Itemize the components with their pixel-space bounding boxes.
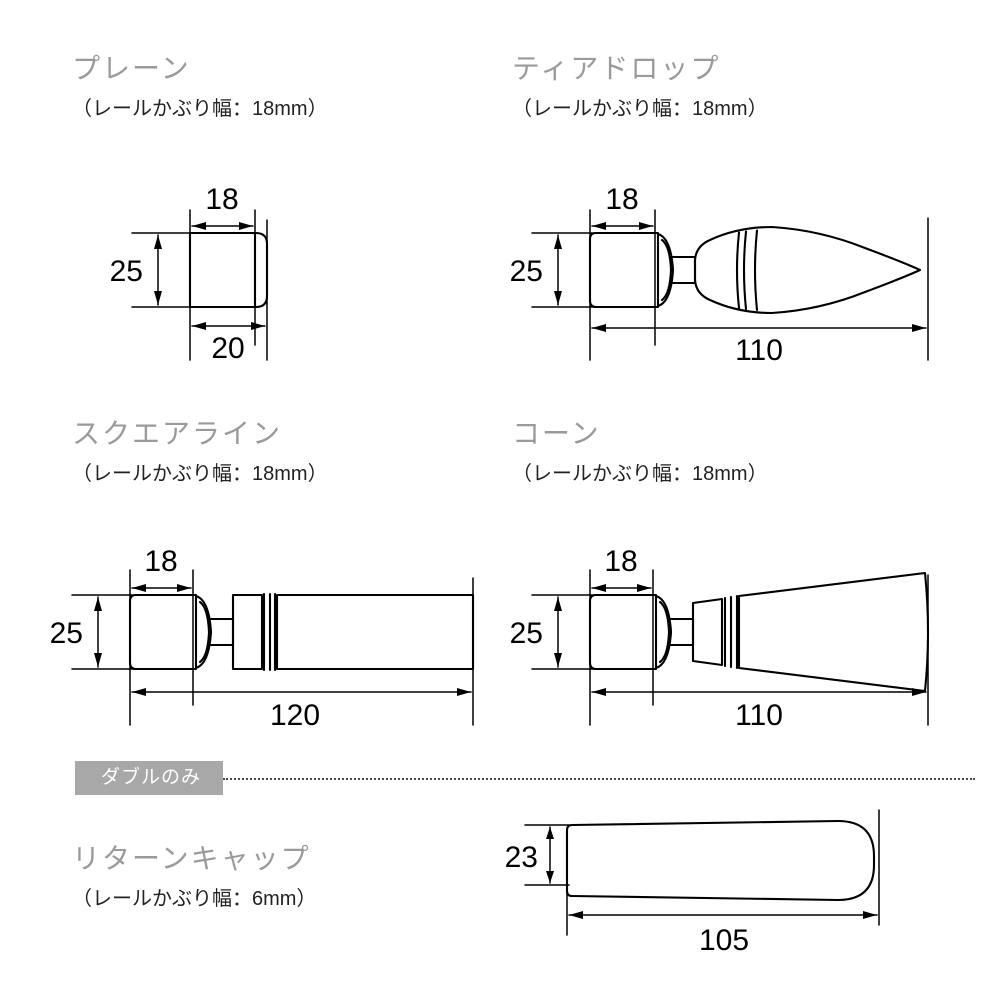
- item-title-return-cap: リターンキャップ: [72, 843, 311, 874]
- base-cylinder: [588, 231, 660, 309]
- collar-inner: [660, 238, 673, 302]
- item-title-square-line: スクエアライン: [72, 418, 283, 449]
- arrow-head: [592, 688, 606, 696]
- arrow-head: [132, 688, 146, 696]
- collar-inner: [198, 600, 211, 664]
- teardrop-body: [693, 225, 922, 315]
- arrow-head: [546, 827, 554, 839]
- dim-label-18: 18: [605, 183, 638, 216]
- arrow-head: [554, 653, 562, 667]
- dim-label-18: 18: [144, 545, 177, 578]
- dim-label-110: 110: [735, 334, 783, 367]
- item-subtitle-cone: （レールかぶり幅：18mm）: [512, 463, 768, 485]
- ring-line-2: [742, 230, 748, 311]
- arrow-head: [554, 235, 562, 249]
- arrow-head: [192, 322, 206, 330]
- arrow-head: [592, 222, 606, 230]
- return-cap-outline: [565, 819, 876, 902]
- arrow-head: [154, 235, 162, 249]
- arrow-head: [912, 324, 926, 332]
- dim-label-18: 18: [205, 183, 238, 216]
- collar-outer: [654, 594, 673, 670]
- dim-label-18: 18: [604, 545, 637, 578]
- arrow-head: [94, 653, 102, 667]
- drawing-cone: 18 25 110: [510, 520, 980, 735]
- dim-label-20: 20: [211, 332, 244, 365]
- dim-label-25: 25: [110, 255, 143, 288]
- dim-label-23: 23: [505, 841, 538, 874]
- arrow-head: [592, 324, 606, 332]
- cone-body: [737, 571, 930, 693]
- arrow-head: [912, 688, 926, 696]
- arrow-head: [554, 291, 562, 305]
- item-title-teardrop: ティアドロップ: [512, 53, 721, 84]
- item-subtitle-square-line: （レールかぶり幅：18mm）: [72, 463, 328, 485]
- dim-label-25: 25: [510, 617, 543, 650]
- arrow-head: [569, 911, 583, 919]
- arrow-head: [639, 222, 653, 230]
- arrow-head: [863, 911, 877, 919]
- item-heading-plain: プレーン （レールかぶり幅：18mm）: [72, 53, 328, 120]
- plain-cap-outline: [188, 231, 269, 309]
- body-segment-long: [275, 593, 475, 671]
- arrow-head: [239, 222, 253, 230]
- ring-line-1: [735, 231, 741, 310]
- item-title-cone: コーン: [512, 418, 601, 449]
- dim-label-25: 25: [510, 255, 543, 288]
- base-cylinder: [588, 593, 658, 671]
- badge-double-only: ダブルのみ: [75, 761, 224, 795]
- dim-label-105: 105: [699, 924, 749, 957]
- arrow-head: [154, 291, 162, 305]
- item-heading-teardrop: ティアドロップ （レールかぶり幅：18mm）: [512, 53, 768, 120]
- arrow-head: [546, 871, 554, 883]
- arrow-head: [637, 584, 651, 592]
- divider-double-only: ダブルのみ: [75, 760, 975, 796]
- item-subtitle-teardrop: （レールかぶり幅：18mm）: [512, 98, 768, 120]
- cone-base-block: [691, 597, 724, 667]
- item-title-plain: プレーン: [72, 53, 191, 84]
- drawing-square-line: 18 25 120: [30, 520, 510, 735]
- arrow-head: [592, 584, 606, 592]
- arrow-head: [177, 584, 191, 592]
- dim-label-25: 25: [50, 617, 83, 650]
- arrow-head: [554, 597, 562, 611]
- collar-inner: [658, 600, 671, 664]
- item-heading-return-cap: リターンキャップ （レールかぶり幅：6mm）: [72, 843, 317, 910]
- item-subtitle-plain: （レールかぶり幅：18mm）: [72, 98, 328, 120]
- ring-line-3: [753, 229, 759, 312]
- drawing-teardrop: 18 25 110: [510, 160, 980, 370]
- item-heading-square-line: スクエアライン （レールかぶり幅：18mm）: [72, 418, 328, 485]
- arrow-head: [251, 322, 265, 330]
- collar-outer: [656, 232, 675, 308]
- divider-dotted-line: [223, 778, 975, 780]
- collar-outer: [194, 594, 213, 670]
- arrow-head: [132, 584, 146, 592]
- item-heading-cone: コーン （レールかぶり幅：18mm）: [512, 418, 768, 485]
- item-subtitle-return-cap: （レールかぶり幅：6mm）: [72, 888, 317, 910]
- dim-label-110: 110: [735, 699, 783, 732]
- body-segment-short: [231, 593, 264, 671]
- arrow-head: [94, 597, 102, 611]
- drawing-return-cap: 23 105: [480, 805, 960, 980]
- base-cylinder: [128, 593, 198, 671]
- dim-label-120: 120: [270, 699, 320, 732]
- arrow-head: [457, 688, 471, 696]
- drawing-plain: 18 25 20: [110, 160, 390, 370]
- arrow-head: [192, 222, 206, 230]
